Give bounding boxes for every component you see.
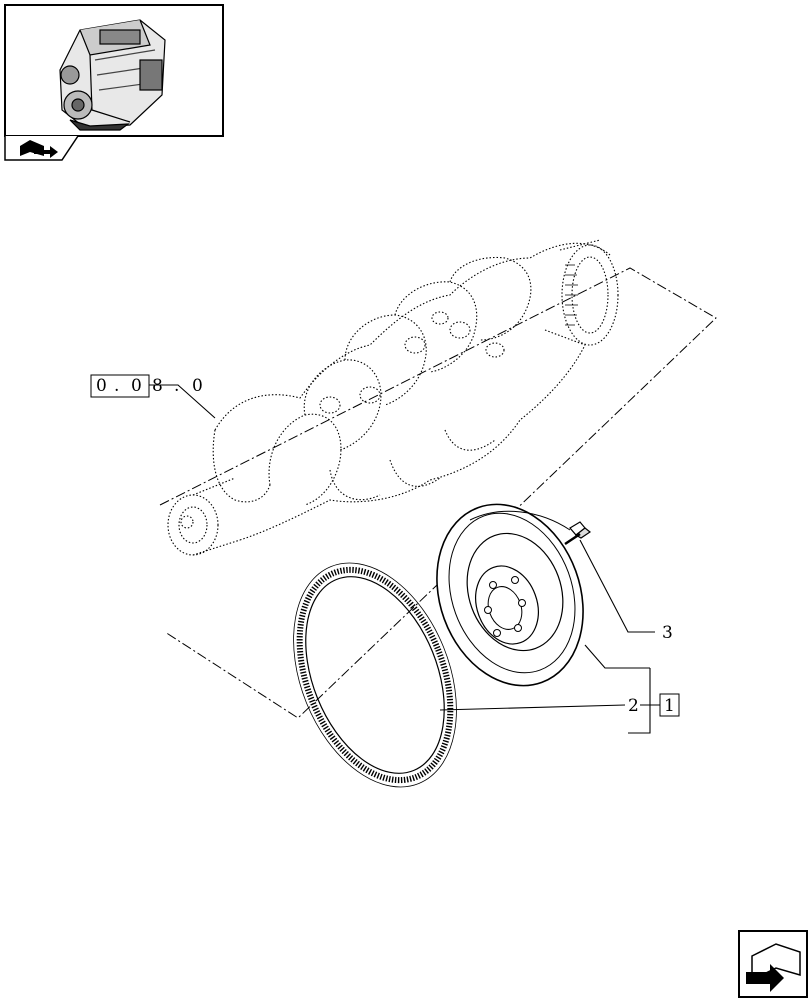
ring-gear <box>293 562 457 788</box>
engine-thumbnail-icon <box>59 19 166 131</box>
callout-assembly-box[interactable]: 1 <box>659 693 680 717</box>
bolt <box>564 521 592 546</box>
reference-char-2: 0 <box>131 376 142 396</box>
leader-lines <box>148 384 660 734</box>
book-arrow-icon <box>20 140 58 158</box>
engine-thumbnail[interactable] <box>4 4 224 161</box>
callout-ring-gear: 2 <box>628 696 639 716</box>
reference-char-4: . <box>174 376 179 396</box>
flywheel <box>436 503 584 687</box>
next-page-arrow-icon <box>746 943 801 992</box>
reference-callout[interactable]: 0 . 0 8 . 0 <box>90 374 203 398</box>
reference-char-0: 0 <box>96 376 107 396</box>
reference-char-3: 8 <box>152 376 163 396</box>
callout-assembly: 1 <box>664 696 675 716</box>
next-page-button[interactable] <box>738 930 808 998</box>
reference-char-1: . <box>114 376 119 396</box>
reference-char-5: 0 <box>192 376 203 396</box>
crankshaft <box>167 239 619 556</box>
callout-bolt: 3 <box>662 623 673 643</box>
alignment-plane <box>159 267 717 719</box>
